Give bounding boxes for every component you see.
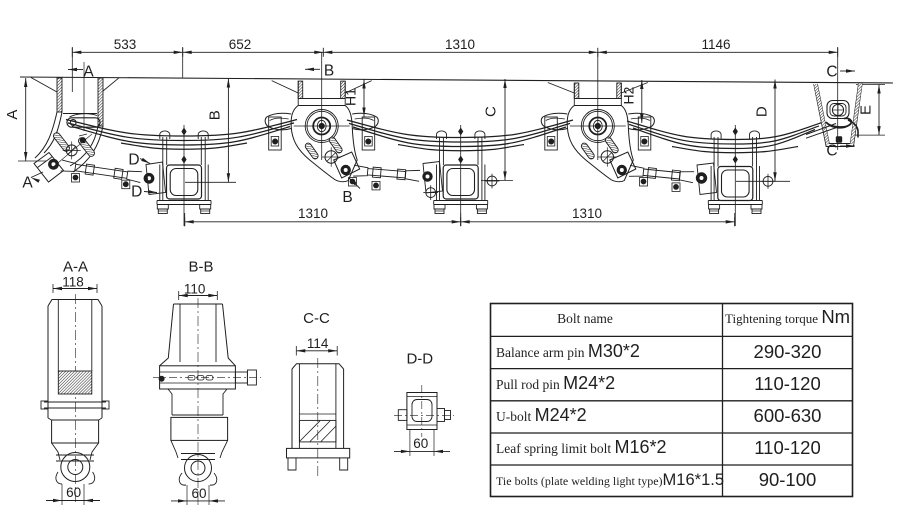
svg-text:1310: 1310 bbox=[445, 37, 475, 52]
svg-text:90-100: 90-100 bbox=[759, 469, 817, 490]
svg-text:A: A bbox=[83, 64, 94, 81]
svg-text:D: D bbox=[131, 184, 142, 201]
svg-text:60: 60 bbox=[191, 486, 206, 501]
svg-text:A: A bbox=[4, 110, 21, 120]
svg-text:110-120: 110-120 bbox=[754, 373, 821, 394]
svg-text:A-A: A-A bbox=[63, 259, 88, 276]
svg-text:Tie bolts (plate welding light: Tie bolts (plate welding light type)M16*… bbox=[496, 471, 724, 489]
svg-text:Balance arm pin M30*2: Balance arm pin M30*2 bbox=[496, 341, 640, 361]
svg-text:1310: 1310 bbox=[572, 206, 602, 221]
svg-text:114: 114 bbox=[307, 336, 329, 351]
svg-text:D: D bbox=[753, 106, 770, 117]
svg-text:E: E bbox=[857, 105, 874, 115]
svg-text:B-B: B-B bbox=[188, 259, 213, 276]
svg-text:290-320: 290-320 bbox=[754, 341, 822, 362]
svg-text:110: 110 bbox=[184, 282, 206, 297]
svg-text:1310: 1310 bbox=[298, 206, 328, 221]
svg-text:Bolt name: Bolt name bbox=[557, 311, 613, 326]
svg-text:110-120: 110-120 bbox=[754, 437, 821, 458]
svg-text:1146: 1146 bbox=[701, 37, 730, 52]
svg-text:H2: H2 bbox=[620, 86, 636, 104]
svg-text:60: 60 bbox=[413, 436, 428, 451]
svg-text:Pull rod pin M24*2: Pull rod pin M24*2 bbox=[496, 373, 615, 393]
svg-text:C: C bbox=[483, 106, 500, 117]
svg-text:60: 60 bbox=[66, 485, 81, 500]
svg-text:C: C bbox=[826, 143, 837, 160]
svg-text:D-D: D-D bbox=[406, 351, 433, 368]
svg-text:U-bolt M24*2: U-bolt M24*2 bbox=[496, 405, 587, 425]
svg-text:C: C bbox=[826, 64, 837, 81]
svg-text:C-C: C-C bbox=[303, 310, 330, 327]
svg-text:A: A bbox=[22, 175, 33, 192]
svg-text:B: B bbox=[206, 110, 223, 120]
svg-text:B: B bbox=[342, 189, 352, 206]
svg-text:B: B bbox=[324, 63, 334, 80]
svg-text:D: D bbox=[128, 152, 139, 169]
svg-text:Leaf spring limit bolt M16*2: Leaf spring limit bolt M16*2 bbox=[496, 437, 667, 457]
svg-text:600-630: 600-630 bbox=[754, 405, 822, 426]
svg-text:Tightening torque Nm: Tightening torque Nm bbox=[725, 306, 850, 327]
svg-text:652: 652 bbox=[229, 37, 252, 52]
svg-text:118: 118 bbox=[62, 275, 84, 290]
svg-text:533: 533 bbox=[114, 37, 137, 52]
